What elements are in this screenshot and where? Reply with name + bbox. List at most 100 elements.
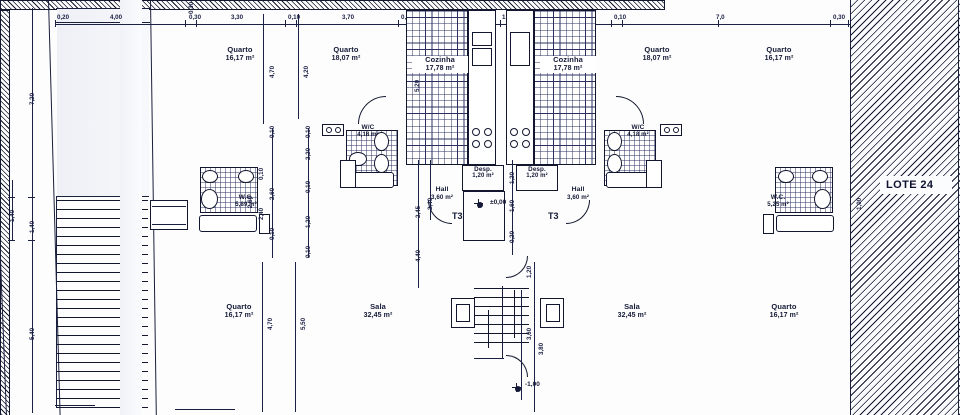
dim-010c: 0,10 <box>305 245 312 258</box>
room-area: 32,45 m² <box>617 311 647 319</box>
appliance-icon <box>646 160 662 188</box>
dim-tick <box>500 20 501 27</box>
dim-520-left: 5,20 <box>414 79 421 92</box>
dim-470-bl: 4,70 <box>267 317 274 330</box>
dim-tick <box>8 197 15 198</box>
room-label-hall-right: Hall 3,60 m² <box>556 186 600 201</box>
dim-160: 1,60 <box>509 199 516 212</box>
dim-tick <box>185 20 186 27</box>
lote-24-label: LOTE 24 <box>886 179 934 191</box>
room-label-quarto-tr: Quarto 18,07 m² <box>619 45 695 63</box>
burner-icon <box>326 127 332 133</box>
appliance-icon <box>763 214 774 234</box>
dim-top-2: 0,30 <box>189 14 202 21</box>
room-name: Desp. <box>474 166 492 173</box>
dim-tick <box>196 20 197 27</box>
stair-tread <box>474 297 529 298</box>
room-name: Desp. <box>528 166 546 173</box>
bathtub-icon <box>199 215 257 232</box>
room-area: 17,78 m² <box>553 64 583 72</box>
dim-010d: 0,10 <box>269 125 276 138</box>
stair-direction-down-icon <box>488 310 489 348</box>
dim-top-12: 0,30 <box>833 14 846 21</box>
interior-dim-line <box>308 128 309 258</box>
room-sala-left <box>293 258 463 415</box>
dim-tick <box>398 20 399 27</box>
stair-tread <box>474 333 529 334</box>
dim-010e: 0,10 <box>269 227 276 240</box>
dim-tick <box>8 240 15 241</box>
stove-burner-icon <box>522 128 530 136</box>
room-name: Cozinha <box>553 55 583 64</box>
kitchen-appliance-icon <box>510 32 530 66</box>
interior-dim-line <box>295 262 296 412</box>
toilet-icon <box>812 170 828 183</box>
room-name: W.C. <box>238 194 254 201</box>
interior-dim-line <box>534 262 535 412</box>
room-label-wc-right: W/C 4,18 m² <box>620 124 656 139</box>
room-area: 1,20 m² <box>526 173 548 180</box>
room-name: Sala <box>624 302 640 311</box>
interior-dim-line <box>418 248 419 288</box>
exterior-wall-left <box>0 10 10 415</box>
window-recess-inner <box>546 304 560 322</box>
wc-far-left-bounds <box>200 167 258 213</box>
left-dimension-line <box>32 8 33 413</box>
room-label-desp-right: Desp. 1,20 m² <box>516 166 558 181</box>
dim-240b: 2,40 <box>427 197 434 210</box>
dim-020: 0,20 <box>509 230 516 243</box>
stove-burner-icon <box>472 140 480 148</box>
stove-burner-icon <box>510 140 518 148</box>
kitchen-appliance-icon <box>472 48 492 66</box>
dim-top-0: 0,20 <box>57 14 70 21</box>
vertical-shade-band <box>120 0 142 415</box>
entry-vestibule <box>463 191 505 241</box>
dim-010f: 0,10 <box>258 167 265 180</box>
lote-boundary <box>850 0 852 415</box>
stove-burner-icon <box>510 128 518 136</box>
dim-tick <box>611 20 612 27</box>
dim-left-140: 1,40 <box>29 220 36 233</box>
room-label-quarto-tr2: Quarto 16,17 m² <box>744 45 814 63</box>
room-name: W/C <box>631 124 645 131</box>
room-area: 16,17 m² <box>224 311 254 319</box>
room-name: Sala <box>370 302 386 311</box>
lote-label-backing <box>880 176 952 194</box>
bottom-dim-line <box>175 409 235 410</box>
interior-dim-line <box>521 290 522 400</box>
dim-380: 3,80 <box>538 342 545 355</box>
room-label-quarto-tl2: Quarto 18,07 m² <box>308 45 384 63</box>
dim-tick <box>296 20 297 27</box>
cozinha-left-bounds <box>406 10 468 165</box>
room-label-desp-left: Desp. 1,20 m² <box>462 166 504 181</box>
wc-far-right-bounds <box>775 167 833 213</box>
left-dimension-line-outer <box>12 180 13 240</box>
room-area: 3,60 m² <box>430 194 454 202</box>
dim-top-030: 0,30 <box>188 1 195 14</box>
projection-line <box>152 206 186 207</box>
kitchen-sink-icon <box>472 32 492 46</box>
interior-dim-line <box>430 160 431 220</box>
room-label-cozinha-left: Cozinha 17,78 m² <box>412 55 468 74</box>
room-name: Hall <box>571 186 585 193</box>
burner-icon <box>335 127 341 133</box>
room-sala-right <box>540 258 720 415</box>
dim-tick <box>28 240 35 241</box>
terrain-edge <box>56 196 58 408</box>
dim-tick <box>55 20 56 27</box>
dim-left-720: 7,20 <box>29 92 36 105</box>
dim-tick <box>830 20 831 27</box>
projection-line <box>152 224 186 225</box>
interior-dim-line <box>512 160 513 255</box>
room-area: 3,60 m² <box>566 194 590 202</box>
dim-tick <box>718 20 719 27</box>
burner-icon <box>673 127 679 133</box>
burner-icon <box>664 127 670 133</box>
toilet-icon <box>374 132 389 151</box>
dim-010b: 0,10 <box>305 180 312 193</box>
dim-tick <box>622 20 623 27</box>
dim-120-desp: 1,20 <box>509 171 516 184</box>
room-label-cozinha-right: Cozinha 17,78 m² <box>540 55 596 74</box>
dim-top-10: 0,10 <box>614 14 627 21</box>
stove-burner-icon <box>484 128 492 136</box>
